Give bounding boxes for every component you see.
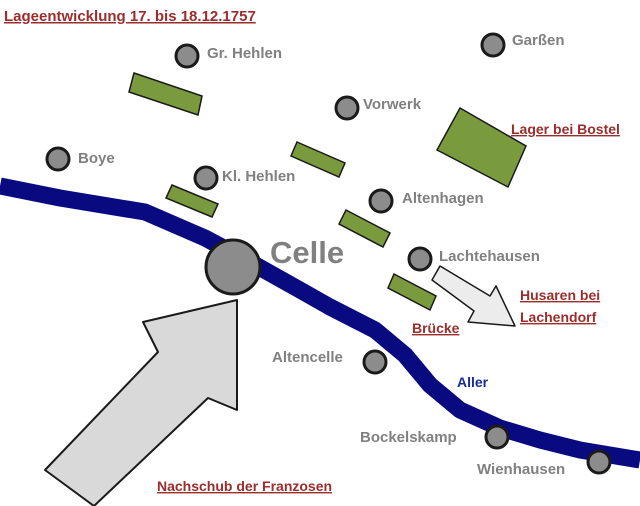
town-label-vorwerk: Vorwerk [363, 96, 422, 113]
annotation-nachschub: Nachschub der Franzosen [157, 478, 332, 494]
hussar-arrow [431, 265, 516, 327]
town-label-gr-hehlen: Gr. Hehlen [207, 45, 282, 62]
town-marker-gr-hehlen [174, 43, 200, 69]
town-label-garssen: Garßen [512, 32, 565, 49]
town-label-altenhagen: Altenhagen [402, 190, 484, 207]
troop-lager-bostel [435, 106, 527, 189]
troop-bruecke [387, 272, 437, 312]
town-marker-altencelle [362, 349, 388, 375]
town-marker-boye [45, 146, 71, 172]
town-marker-garssen [480, 32, 506, 58]
troop-gr-hehlen [128, 72, 203, 116]
town-marker-altenhagen [368, 188, 394, 214]
troop-vorwerk [290, 141, 346, 178]
town-marker-lachtehausen [407, 246, 433, 272]
town-marker-celle [204, 238, 262, 296]
map-title: Lageentwicklung 17. bis 18.12.1757 [4, 8, 256, 25]
town-label-wienhausen: Wienhausen [477, 461, 565, 478]
supply-arrow [44, 299, 238, 506]
annotation-husaren-line1: Husaren bei [520, 287, 600, 303]
town-marker-vorwerk [334, 95, 360, 121]
town-marker-wienhausen [586, 449, 612, 475]
annotation-lager-bostel: Lager bei Bostel [511, 121, 620, 137]
town-label-boye: Boye [78, 150, 115, 167]
annotation-husaren-line2: Lachendorf [520, 309, 597, 325]
town-label-altencelle: Altencelle [272, 349, 343, 366]
troop-altenhagen [337, 208, 392, 249]
troop-kl-hehlen [164, 184, 220, 218]
annotation-bruecke: Brücke [412, 320, 460, 336]
river-aller [0, 177, 640, 469]
town-label-lachtehausen: Lachtehausen [439, 248, 540, 265]
town-marker-kl-hehlen [193, 165, 219, 191]
river-label-aller: Aller [457, 374, 489, 390]
town-marker-bockelskamp [484, 424, 510, 450]
town-label-celle: Celle [270, 235, 344, 270]
town-label-kl-hehlen: Kl. Hehlen [222, 168, 295, 185]
town-label-bockelskamp: Bockelskamp [360, 429, 457, 446]
